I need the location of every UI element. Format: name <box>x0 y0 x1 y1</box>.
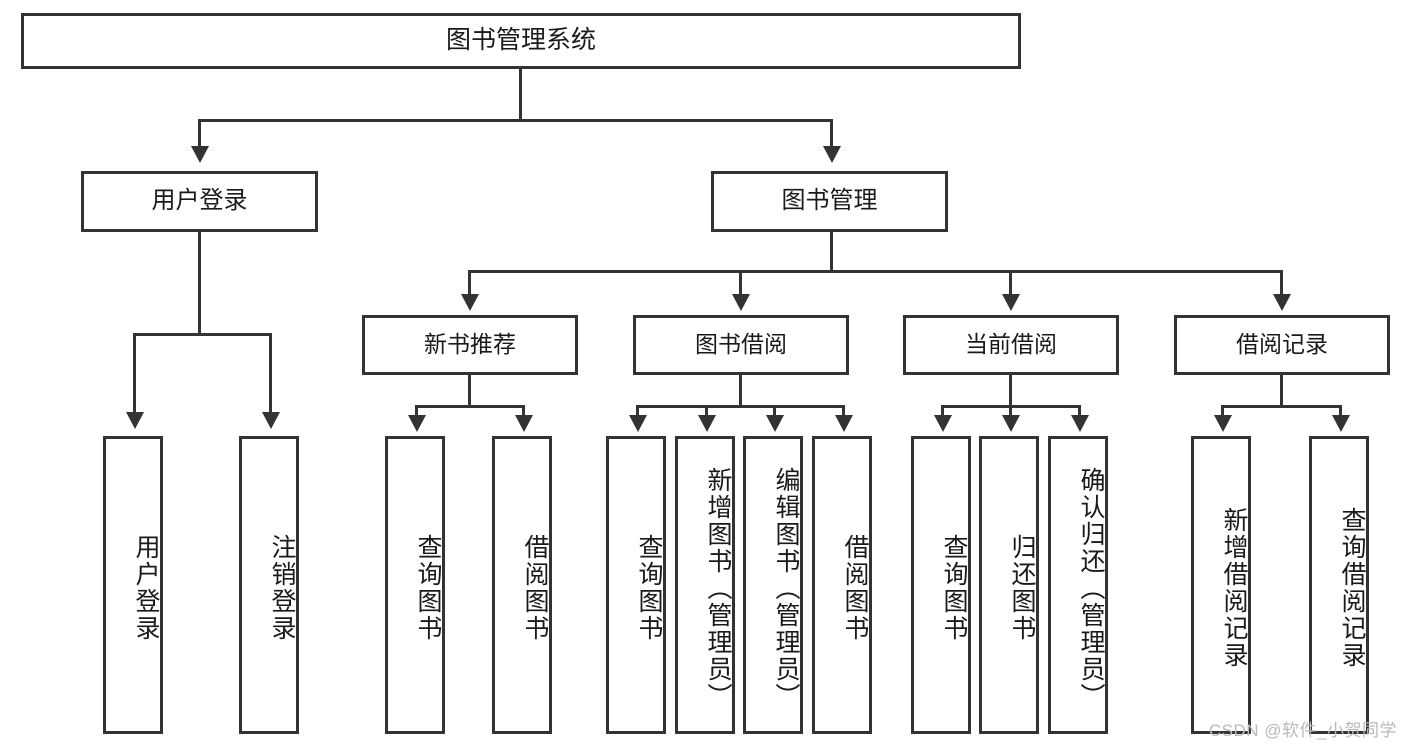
arrowhead-leaf-edit-book <box>766 415 784 432</box>
connector-book-borrow-stem <box>739 375 742 408</box>
arrowhead-leaf-logout <box>262 412 280 429</box>
connector-new-book-bus <box>415 405 525 408</box>
node-current-borrow[interactable]: 当前借阅 <box>903 315 1119 375</box>
node-label: 查询图书 <box>635 534 663 642</box>
connector-current-borrow-drop-2 <box>1009 405 1012 418</box>
arrowhead-leaf-query-record <box>1332 415 1350 432</box>
node-label: 确认归还（管理员） <box>1077 466 1105 710</box>
leaf-add-book-admin[interactable]: 新增图书（管理员） <box>675 436 735 734</box>
node-label: 查询图书 <box>414 534 442 642</box>
node-label: 图书借阅 <box>695 331 787 358</box>
arrowhead-current-borrow <box>1002 294 1020 311</box>
arrowhead-leaf-add-book <box>698 415 716 432</box>
connector-current-borrow-drop-1 <box>941 405 944 418</box>
leaf-user-login[interactable]: 用户登录 <box>103 436 163 734</box>
connector-current-borrow-stem <box>1009 375 1012 408</box>
arrowhead-leaf-query-book-3 <box>934 415 952 432</box>
arrowhead-leaf-borrow-book-1 <box>515 415 533 432</box>
node-label: 查询图书 <box>940 534 968 642</box>
connector-borrow-record-stem <box>1280 375 1283 408</box>
connector-book-borrow-drop-2 <box>705 405 708 418</box>
node-book-borrow[interactable]: 图书借阅 <box>633 315 849 375</box>
arrowhead-leaf-return-book <box>1002 415 1020 432</box>
arrowhead-leaf-query-book-2 <box>629 415 647 432</box>
node-label: 图书管理系统 <box>445 26 596 55</box>
arrowhead-leaf-confirm-return <box>1071 415 1089 432</box>
arrowhead-leaf-user-login <box>126 412 144 429</box>
arrowhead-borrow-record <box>1273 294 1291 311</box>
node-label: 借阅图书 <box>521 534 549 642</box>
leaf-logout[interactable]: 注销登录 <box>239 436 299 734</box>
leaf-borrow-book-new[interactable]: 借阅图书 <box>492 436 552 734</box>
connector-book-mgmt-stem <box>830 232 833 272</box>
connector-book-mgmt-drop-3 <box>1009 270 1012 297</box>
node-label: 编辑图书（管理员） <box>772 466 800 710</box>
connector-new-book-drop-2 <box>522 405 525 418</box>
arrowhead-user-login <box>191 146 209 163</box>
connector-user-login-drop-1 <box>133 333 136 415</box>
node-user-login[interactable]: 用户登录 <box>81 171 318 232</box>
node-book-management[interactable]: 图书管理 <box>711 171 948 232</box>
node-label: 归还图书 <box>1008 534 1036 642</box>
connector-book-borrow-bus <box>636 405 845 408</box>
connector-new-book-stem <box>468 375 471 408</box>
arrowhead-book-borrow <box>732 294 750 311</box>
connector-root-bus <box>198 119 833 122</box>
connector-book-mgmt-drop-2 <box>739 270 742 297</box>
leaf-borrow-book-borrow[interactable]: 借阅图书 <box>812 436 872 734</box>
connector-book-mgmt-drop-4 <box>1280 270 1283 297</box>
node-label: 当前借阅 <box>965 331 1057 358</box>
node-label: 借阅图书 <box>841 534 869 642</box>
connector-borrow-record-bus <box>1221 405 1342 408</box>
connector-book-borrow-drop-3 <box>773 405 776 418</box>
leaf-query-book-current[interactable]: 查询图书 <box>911 436 971 734</box>
leaf-query-borrow-record[interactable]: 查询借阅记录 <box>1309 436 1369 734</box>
connector-root-to-user-login <box>198 119 201 149</box>
connector-user-login-drop-2 <box>269 333 272 415</box>
leaf-add-borrow-record[interactable]: 新增借阅记录 <box>1191 436 1251 734</box>
connector-current-borrow-drop-3 <box>1078 405 1081 418</box>
connector-borrow-record-drop-1 <box>1221 405 1224 418</box>
leaf-edit-book-admin[interactable]: 编辑图书（管理员） <box>743 436 803 734</box>
leaf-query-book-borrow[interactable]: 查询图书 <box>606 436 666 734</box>
arrowhead-new-book-rec <box>461 294 479 311</box>
node-label: 注销登录 <box>268 534 296 642</box>
node-label: 图书管理 <box>781 187 878 215</box>
connector-book-borrow-drop-1 <box>636 405 639 418</box>
node-root-system[interactable]: 图书管理系统 <box>21 13 1021 69</box>
node-new-book-recommend[interactable]: 新书推荐 <box>362 315 578 375</box>
node-label: 新书推荐 <box>424 331 516 358</box>
connector-book-borrow-drop-4 <box>842 405 845 418</box>
node-label: 用户登录 <box>132 534 160 642</box>
leaf-return-book[interactable]: 归还图书 <box>979 436 1039 734</box>
node-label: 新增借阅记录 <box>1220 507 1248 669</box>
connector-user-login-stem <box>198 232 201 335</box>
arrowhead-leaf-add-record <box>1214 415 1232 432</box>
connector-book-mgmt-drop-1 <box>468 270 471 297</box>
arrowhead-leaf-query-book-1 <box>408 415 426 432</box>
connector-user-login-bus <box>133 333 271 336</box>
node-label: 新增图书（管理员） <box>704 466 732 710</box>
node-borrow-record[interactable]: 借阅记录 <box>1174 315 1390 375</box>
connector-root-to-book-mgmt <box>830 119 833 149</box>
node-label: 用户登录 <box>151 187 248 215</box>
leaf-query-book-new[interactable]: 查询图书 <box>385 436 445 734</box>
connector-borrow-record-drop-2 <box>1339 405 1342 418</box>
connector-root-stem <box>519 69 522 121</box>
node-label: 借阅记录 <box>1236 331 1328 358</box>
arrowhead-leaf-borrow-book-2 <box>835 415 853 432</box>
arrowhead-book-mgmt <box>823 146 841 163</box>
connector-new-book-drop-1 <box>415 405 418 418</box>
leaf-confirm-return-admin[interactable]: 确认归还（管理员） <box>1048 436 1108 734</box>
node-label: 查询借阅记录 <box>1338 507 1366 669</box>
connector-book-mgmt-bus <box>468 270 1283 273</box>
